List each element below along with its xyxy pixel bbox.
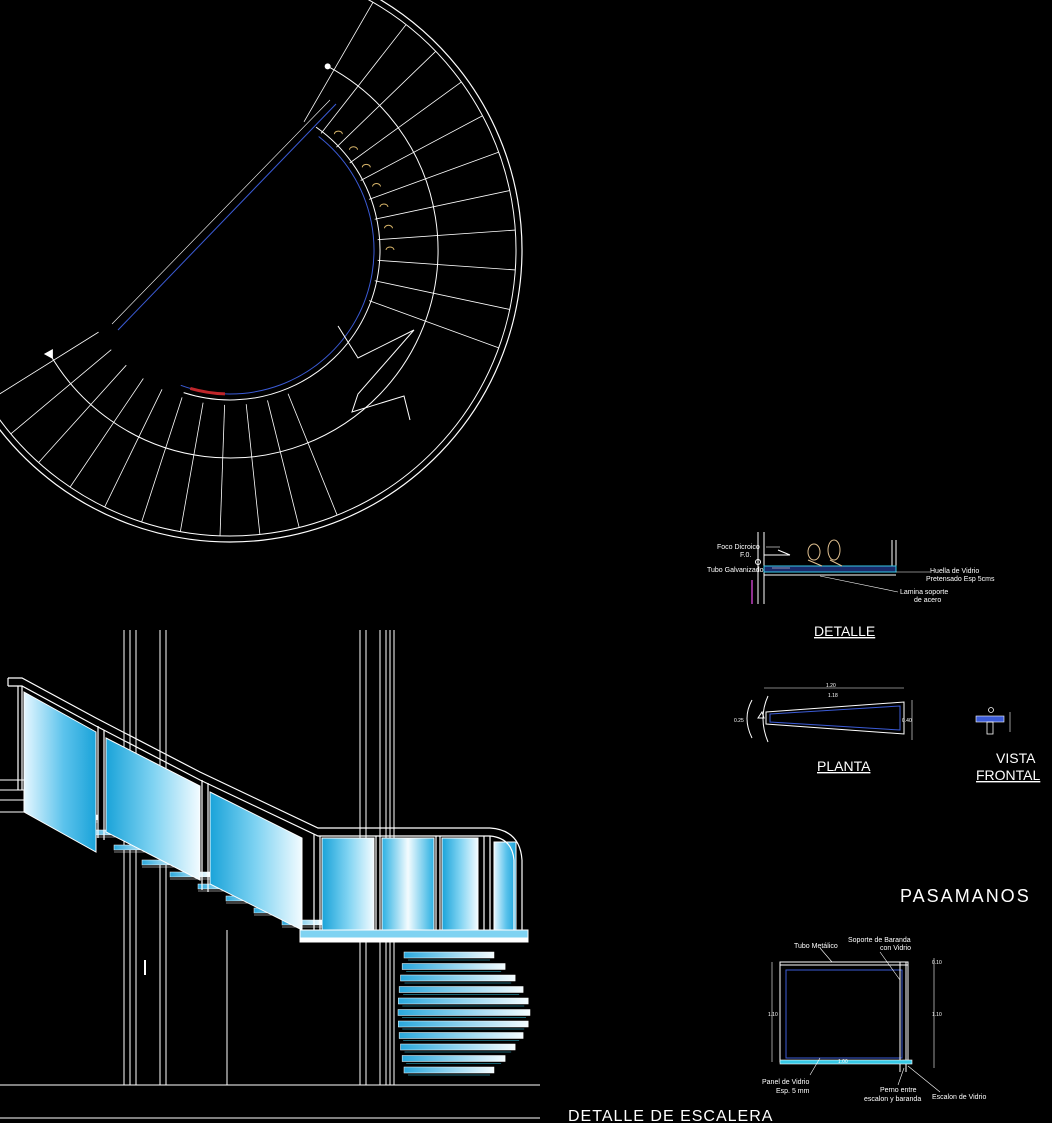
note-foco-fo: F.0. (740, 552, 751, 559)
tread-marker (379, 203, 389, 208)
spiral-step (403, 951, 495, 959)
tread-marker (333, 130, 343, 135)
spiral-step (398, 1020, 529, 1028)
plan-tread-line (374, 190, 510, 220)
pasamanos-dim-top-right: 0.10 (932, 960, 942, 966)
handrail-plan-section: 1.20 1.18 0.25 0.40 PLANTA (734, 683, 913, 774)
spiral-step (398, 997, 529, 1005)
note-panel-vidrio: Panel de Vidrio (762, 1079, 809, 1086)
plan-tread-line (219, 404, 225, 536)
note-tubo-galvanizado: Tubo Galvanizado (707, 567, 764, 574)
note-perno-entre: Perno entre (880, 1087, 917, 1094)
landing-slab (299, 929, 529, 943)
plan-tread-line (10, 349, 112, 435)
front-view-section: VISTA FRONTAL (975, 707, 1041, 783)
note-tubo-metalico: Tubo Metálico (794, 943, 838, 950)
tread-detail-section: Foco Dicroico F.0. Tubo Galvanizado Huel… (707, 532, 995, 639)
plan-tread-line (287, 393, 338, 516)
detalle-title: DETALLE (814, 623, 875, 639)
planta-title: PLANTA (817, 758, 871, 774)
note-lamina-soporte: Lamina soporte (900, 589, 948, 596)
note-de-acero: de acero (914, 597, 941, 604)
plan-tread-line (377, 229, 516, 241)
tread-marker (361, 163, 371, 168)
inner-stringer (183, 126, 381, 401)
pasamanos-dim-left: 1.10 (768, 1012, 778, 1018)
glass-panels (23, 691, 517, 931)
note-huella-vidrio: Huella de Vidrio (930, 568, 979, 575)
plan-tread-line (368, 300, 499, 349)
break-line (337, 325, 415, 421)
spiral-lower-steps (397, 951, 531, 1076)
planta-dim-top-1: 1.20 (826, 683, 836, 689)
glass-panel (381, 837, 435, 931)
ground-lines (0, 1084, 540, 1119)
tread-marker (372, 183, 382, 187)
start-circle (324, 63, 331, 70)
plan-tread-line (320, 24, 407, 134)
spiral-step (398, 986, 524, 993)
spiral-step (401, 963, 506, 970)
spiral-step (397, 1009, 531, 1016)
spiral-step (398, 1032, 524, 1039)
plan-tread-line (69, 378, 144, 488)
railing-detail-section: PASAMANOS Tubo Metálico Soporte de Baran… (762, 886, 1031, 1103)
plan-tread-line (377, 259, 516, 271)
stair-plan-view (0, 0, 523, 543)
plan-tread-line (303, 2, 374, 123)
glass-panel (105, 737, 201, 881)
walking-line (49, 65, 439, 459)
pasamanos-dim-bottom: 1.00 (838, 1059, 848, 1065)
pasamanos-title: PASAMANOS (900, 886, 1031, 906)
glass-tread-section (763, 565, 897, 573)
handrail-tube (7, 677, 523, 935)
plan-tread-line (360, 115, 483, 181)
footprints-icon (807, 539, 843, 567)
planta-dim-top-2: 1.18 (828, 693, 838, 699)
note-pretensado: Pretensado Esp 5cms (926, 576, 995, 583)
note-con-vidrio: con Vidrio (880, 945, 911, 952)
frontal-title: FRONTAL (976, 767, 1041, 783)
arrow-left-icon (43, 349, 53, 359)
vista-title: VISTA (996, 750, 1036, 766)
planta-dim-left: 0.25 (734, 718, 744, 724)
note-esp-5mm: Esp. 5 mm (776, 1088, 810, 1095)
spiral-step (400, 974, 516, 982)
plan-tread-line (141, 397, 183, 523)
note-soporte-baranda: Soporte de Baranda (848, 937, 911, 944)
note-escalon-baranda: escalon y baranda (864, 1096, 921, 1103)
outer-handrail (0, 0, 523, 543)
inner-blue-outline (180, 136, 375, 395)
plan-tread-line (179, 402, 204, 532)
plan-tread-line (374, 280, 510, 310)
note-escalon-vidrio: Escalon de Vidrio (932, 1094, 986, 1101)
spiral-step (401, 1055, 506, 1062)
spiral-step (403, 1066, 495, 1074)
plan-tread-line (267, 400, 300, 528)
spiral-step (400, 1043, 516, 1051)
plan-tread-line (104, 389, 163, 508)
outer-handrail-inner (0, 0, 517, 537)
plan-tread-line (245, 404, 261, 535)
plan-tread-line (368, 151, 499, 200)
red-landing-segment (189, 386, 226, 396)
tread-marker (349, 146, 359, 150)
note-foco-dicroico: Foco Dicroico (717, 544, 760, 551)
straight-edge-line (117, 103, 337, 331)
tread-marker (383, 224, 393, 229)
glass-panel (321, 837, 375, 931)
elevation-title: DETALLE DE ESCALERA (568, 1108, 773, 1123)
stair-elevation-view: DETALLE DE ESCALERA (0, 630, 773, 1123)
tread-marker (385, 246, 395, 251)
plan-tread-line (38, 364, 127, 463)
plan-tread-line (349, 81, 462, 164)
glass-panel (23, 691, 97, 853)
plan-tread-line (0, 331, 99, 395)
pasamanos-dim-right: 1.10 (932, 1012, 942, 1018)
glass-panel (441, 837, 479, 931)
plan-tread-line (336, 51, 437, 148)
planta-dim-right: 0.40 (902, 718, 912, 724)
